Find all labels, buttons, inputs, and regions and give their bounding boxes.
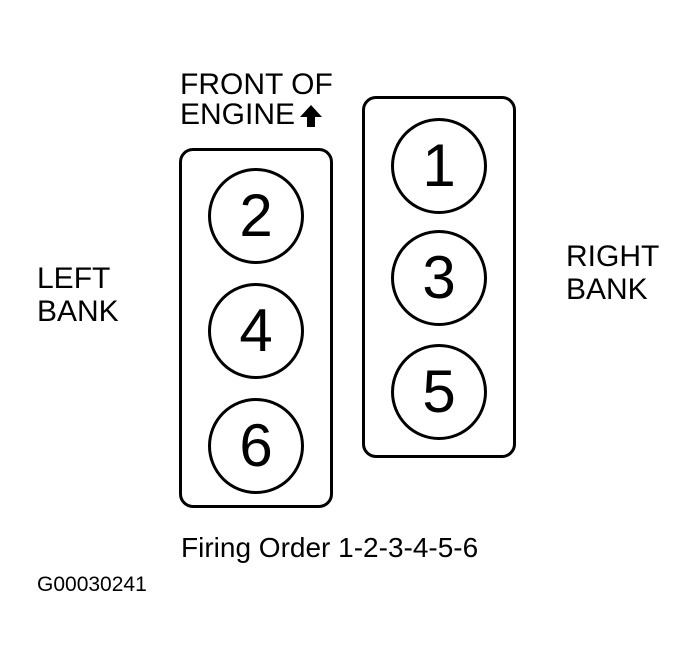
cylinder-4: 4	[208, 283, 304, 379]
right-bank-label-line1: RIGHT	[566, 240, 660, 273]
front-of-engine-line2: ENGINE	[180, 98, 296, 131]
cylinder-5: 5	[391, 344, 487, 440]
front-of-engine-line2-row: ENGINE	[180, 99, 333, 131]
left-bank-box	[179, 148, 333, 508]
cylinder-2: 2	[208, 168, 304, 264]
right-bank-label: RIGHT BANK	[566, 240, 659, 306]
right-bank-box	[362, 96, 516, 458]
cylinder-6: 6	[208, 398, 304, 494]
right-bank-label-line2: BANK	[566, 273, 648, 306]
left-bank-label-line2: BANK	[37, 295, 119, 328]
left-bank-label: LEFT BANK	[37, 262, 119, 328]
cylinder-1: 1	[391, 118, 487, 214]
front-of-engine-line1: FRONT OF	[180, 68, 333, 101]
left-bank-label-line1: LEFT	[37, 262, 111, 295]
cylinder-3: 3	[391, 230, 487, 326]
up-arrow-icon	[300, 105, 323, 128]
front-of-engine-label: FRONT OF ENGINE	[180, 69, 333, 131]
figure-id: G00030241	[37, 573, 147, 596]
firing-order-text: Firing Order 1-2-3-4-5-6	[181, 532, 479, 563]
